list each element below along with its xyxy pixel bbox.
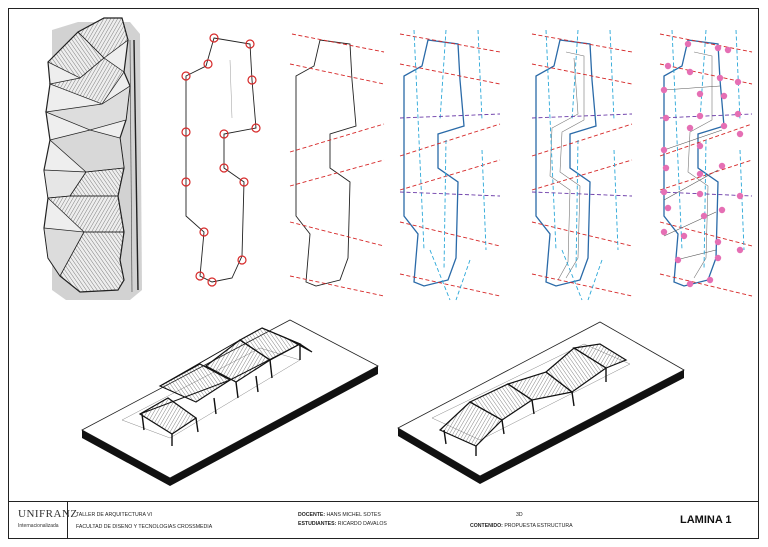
docente-line: DOCENTE: HANS MICHEL SOTES	[298, 512, 381, 518]
structure-outline-view	[181, 33, 261, 287]
contenido-value: PROPUESTA ESTRUCTURA	[504, 523, 573, 529]
logo-text: UNIFRANZ	[18, 508, 78, 520]
logo-subtext: Internacionalizada	[18, 523, 59, 529]
estudiantes-value: RICARDO DAVALOS	[337, 521, 387, 527]
structural-nodes-view	[659, 29, 753, 297]
roof-plan-view	[43, 17, 142, 300]
unifranz-logo: UNIFRANZ Internacionalizada	[18, 508, 78, 529]
course-name: TALLER DE ARQUITECTURA VI	[76, 512, 153, 518]
contenido-label: CONTENIDO:	[470, 523, 503, 529]
contenido-line: CONTENIDO: PROPUESTA ESTRUCTURA	[470, 523, 573, 529]
combined-axes-view	[399, 29, 501, 301]
isometric-model-1	[81, 319, 379, 486]
logo-cell: UNIFRANZ Internacionalizada	[8, 502, 77, 539]
isometric-model-2	[397, 321, 685, 484]
docente-label: DOCENTE:	[298, 512, 326, 518]
estudiantes-line: ESTUDIANTES: RICARDO DAVALOS	[298, 521, 387, 527]
docente-value: HANS MICHEL SOTES	[326, 512, 381, 518]
drawing-sheet-frame	[8, 8, 759, 539]
view-code: 3D	[516, 512, 523, 518]
inner-structure-view	[531, 29, 633, 301]
red-axis-view	[289, 33, 385, 297]
sheet-number: LAMINA 1	[680, 514, 732, 526]
faculty-name: FACULTAD DE DISENO Y TECNOLOGIAS CROSSME…	[76, 524, 213, 530]
estudiantes-label: ESTUDIANTES:	[298, 521, 337, 527]
drawing-area	[43, 17, 753, 486]
title-block: UNIFRANZ Internacionalizada TALLER DE AR…	[8, 501, 759, 539]
